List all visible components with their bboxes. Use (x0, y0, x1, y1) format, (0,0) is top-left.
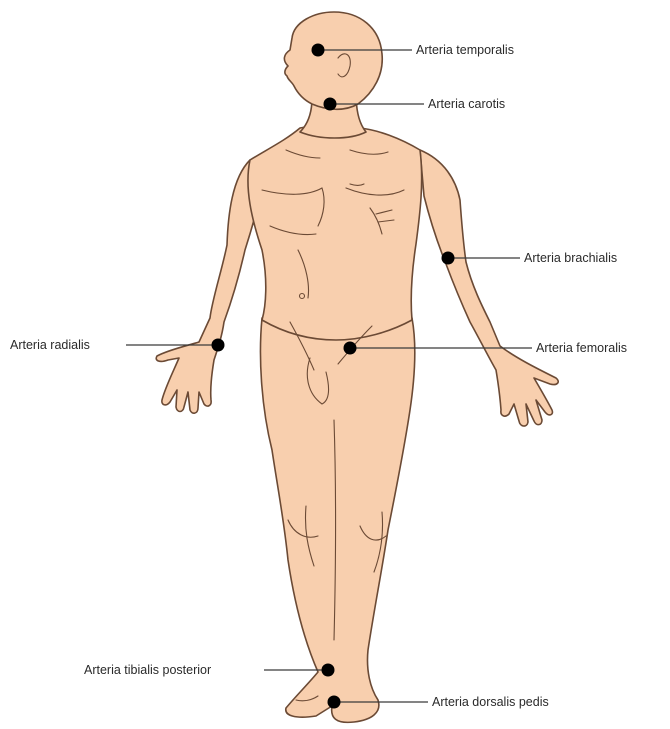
label-brachialis: Arteria brachialis (524, 251, 617, 265)
pulse-point-brachialis: Arteria brachialis (442, 251, 618, 265)
right-arm (420, 150, 558, 426)
left-arm (156, 160, 262, 413)
legs (260, 318, 414, 722)
pulse-marker-brachialis (442, 252, 455, 265)
pulse-point-tibialis-posterior: Arteria tibialis posterior (84, 663, 335, 677)
torso (248, 125, 422, 340)
pulse-marker-radialis (212, 339, 225, 352)
pulse-marker-dorsalis-pedis (328, 696, 341, 709)
label-temporalis: Arteria temporalis (416, 43, 514, 57)
label-radialis: Arteria radialis (10, 338, 90, 352)
pulse-marker-temporalis (312, 44, 325, 57)
pulse-marker-femoralis (344, 342, 357, 355)
label-carotis: Arteria carotis (428, 97, 505, 111)
pulse-marker-tibialis-posterior (322, 664, 335, 677)
label-femoralis: Arteria femoralis (536, 341, 627, 355)
label-dorsalis-pedis: Arteria dorsalis pedis (432, 695, 549, 709)
pulse-marker-carotis (324, 98, 337, 111)
body-silhouette (156, 12, 558, 722)
label-tibialis-posterior: Arteria tibialis posterior (84, 663, 211, 677)
head (284, 12, 382, 109)
